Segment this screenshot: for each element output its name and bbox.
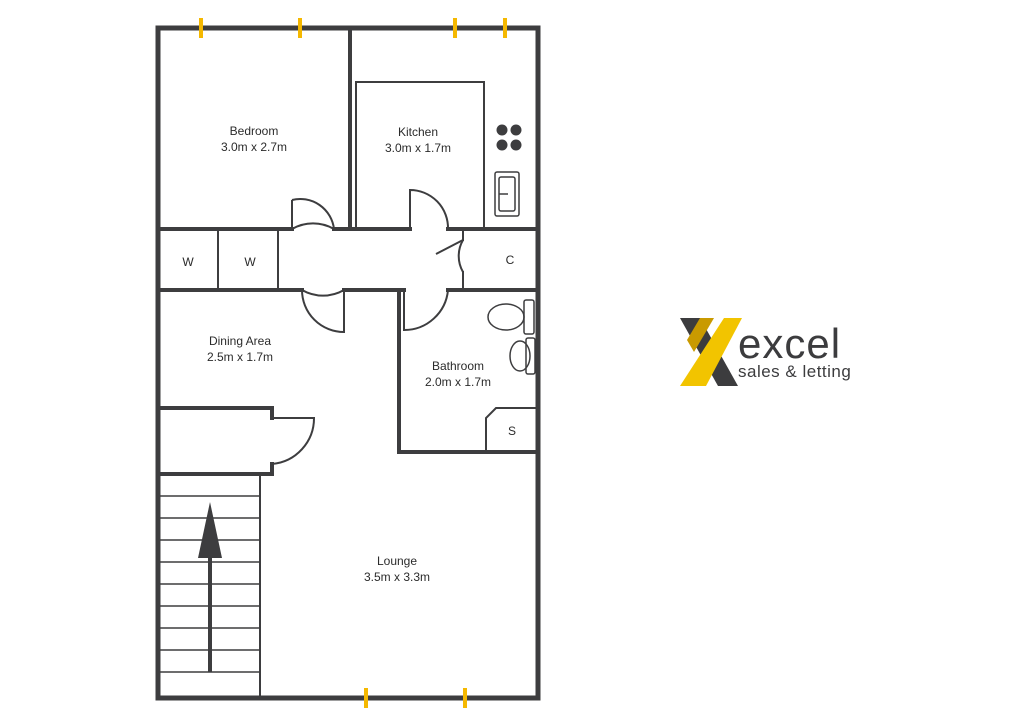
windows [199,18,507,708]
interior-walls [158,28,538,697]
logo-tagline: sales & letting [738,362,851,381]
lounge-size: 3.5m x 3.3m [364,570,430,584]
excel-logo: excel sales & letting [680,318,851,386]
shower-label: S [508,424,516,438]
wardrobe-1-label: W [182,255,194,269]
dining-area-size: 2.5m x 1.7m [207,350,273,364]
cupboard-label: C [506,253,515,267]
hob-icon [496,124,522,151]
washbasin-icon [509,337,536,375]
stair-direction-arrow-icon [198,502,222,672]
bathroom-label: Bathroom [432,359,484,373]
doors [271,188,464,465]
logo-x-mark-icon [680,318,742,386]
lounge-label: Lounge [377,554,417,568]
bathroom-size: 2.0m x 1.7m [425,375,491,389]
dining-area-label: Dining Area [209,334,271,348]
logo-word-ex: excel [738,320,841,367]
toilet-icon [487,299,535,335]
kitchen-sink-icon [494,171,520,217]
wardrobe-2-label: W [244,255,256,269]
bedroom-label: Bedroom [230,124,279,138]
bedroom-size: 3.0m x 2.7m [221,140,287,154]
kitchen-label: Kitchen [398,125,438,139]
kitchen-size: 3.0m x 1.7m [385,141,451,155]
